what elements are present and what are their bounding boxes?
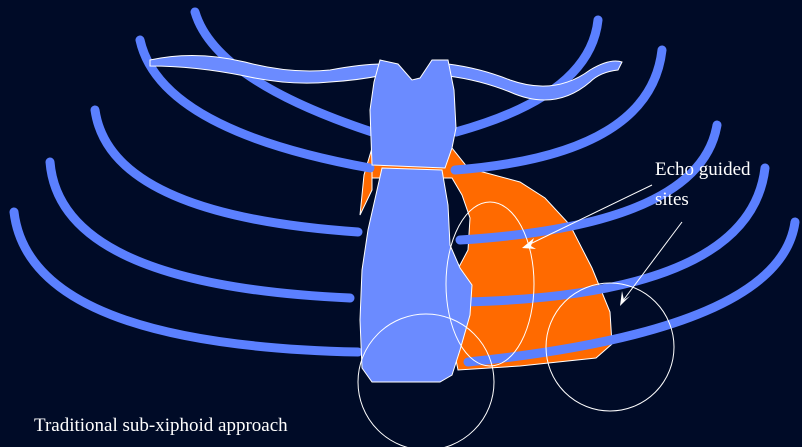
echo-guided-label-line1: Echo guided (655, 159, 751, 181)
clavicle-right (448, 61, 622, 100)
heart-left-lobe (360, 148, 372, 215)
arrow-to-circle (622, 222, 682, 302)
rib-left-5 (14, 212, 358, 352)
traditional-approach-label: Traditional sub-xiphoid approach (34, 415, 288, 437)
sternum-manubrium (370, 60, 456, 168)
clavicle-left (150, 55, 388, 83)
echo-guided-label-line2: sites (655, 189, 689, 211)
rib-right-2 (455, 50, 662, 170)
sternum-body (360, 168, 472, 382)
